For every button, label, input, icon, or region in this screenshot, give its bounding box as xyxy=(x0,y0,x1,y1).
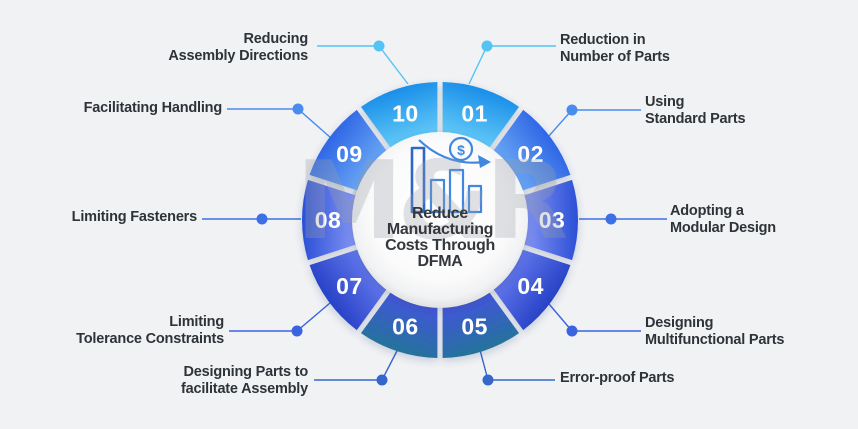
connector-line-02 xyxy=(547,109,641,138)
ring-segment-03 xyxy=(523,179,578,261)
connector-line-04 xyxy=(548,303,641,332)
connector-line-01 xyxy=(468,45,556,85)
label-line: Limiting Fasteners xyxy=(71,209,198,225)
label-line: Assembly Directions xyxy=(168,48,308,64)
connector-dot-07 xyxy=(291,325,303,337)
segment-label-03: Adopting a Modular Design xyxy=(670,203,776,237)
ring-segment-08 xyxy=(302,179,357,261)
label-line: Adopting a xyxy=(670,203,744,219)
cost-reduction-chart-icon: $ xyxy=(410,136,491,214)
center-title-line: Manufacturing xyxy=(386,221,494,238)
segment-label-09: Facilitating Handling xyxy=(60,100,223,117)
segment-numbers: 01 02 03 04 05 06 07 08 09 10 xyxy=(315,100,566,340)
segment-number-03: 03 xyxy=(539,207,566,233)
center-disc xyxy=(352,132,528,308)
segment-label-05: Error-proof Parts xyxy=(560,370,674,387)
connector-dot-01 xyxy=(481,40,493,52)
label-line: Error-proof Parts xyxy=(560,370,675,386)
label-line: facilitate Assembly xyxy=(180,381,308,397)
ring-segment-06 xyxy=(361,291,438,358)
dollar-sign-glyph: $ xyxy=(457,142,465,158)
segment-label-07: Limiting Tolerance Constraints xyxy=(58,314,224,348)
ring-segment-01 xyxy=(442,82,519,149)
callout-connectors xyxy=(202,40,667,386)
segment-label-08: Limiting Fasteners xyxy=(37,209,198,226)
center-title-line: Costs Through xyxy=(385,237,495,254)
segment-number-10: 10 xyxy=(392,100,419,126)
segment-number-05: 05 xyxy=(461,314,488,340)
connector-dot-08 xyxy=(256,213,268,225)
connector-dot-02 xyxy=(566,104,578,116)
ring-segment-05 xyxy=(442,291,519,358)
center-title-line: Reduce xyxy=(412,205,468,222)
donut-ring xyxy=(302,82,578,358)
label-line: Number of Parts xyxy=(560,49,670,65)
label-line: Limiting xyxy=(169,314,224,330)
label-line: Designing Parts to xyxy=(183,364,309,380)
segment-label-04: Designing Multifunctional Parts xyxy=(645,315,784,349)
segment-number-01: 01 xyxy=(461,100,488,126)
label-line: Using xyxy=(645,94,685,110)
segment-number-07: 07 xyxy=(336,273,363,299)
connector-dot-04 xyxy=(566,325,578,337)
segment-label-10: Reducing Assembly Directions xyxy=(146,31,308,65)
segment-number-04: 04 xyxy=(517,273,544,299)
connector-line-10 xyxy=(317,45,409,85)
label-line: Facilitating Handling xyxy=(83,100,223,116)
connector-line-06 xyxy=(314,346,400,381)
center-title-line: DFMA xyxy=(417,253,463,270)
connector-line-09 xyxy=(227,108,332,139)
connector-dot-09 xyxy=(292,103,304,115)
segment-number-09: 09 xyxy=(336,141,363,167)
connector-dot-10 xyxy=(373,40,385,52)
label-line: Multifunctional Parts xyxy=(645,332,785,348)
label-line: Reduction in xyxy=(560,32,646,48)
segment-number-06: 06 xyxy=(392,314,419,340)
connector-dot-03 xyxy=(605,213,617,225)
label-line: Standard Parts xyxy=(645,111,746,127)
segment-number-02: 02 xyxy=(517,141,544,167)
label-line: Tolerance Constraints xyxy=(76,331,224,347)
label-line: Designing xyxy=(645,315,714,331)
segment-number-08: 08 xyxy=(315,207,342,233)
segment-label-06: Designing Parts to facilitate Assembly xyxy=(88,364,308,398)
connector-line-05 xyxy=(479,349,555,381)
connector-dot-06 xyxy=(376,374,388,386)
connector-dot-05 xyxy=(482,374,494,386)
label-line: Reducing xyxy=(243,31,309,47)
center-title: Reduce Manufacturing Costs Through DFMA xyxy=(355,206,525,270)
label-line: Modular Design xyxy=(670,220,776,236)
ring-segment-10 xyxy=(361,82,438,149)
segment-label-01: Reduction in Number of Parts xyxy=(560,32,670,66)
segment-label-02: Using Standard Parts xyxy=(645,94,746,128)
connector-line-07 xyxy=(229,302,331,332)
